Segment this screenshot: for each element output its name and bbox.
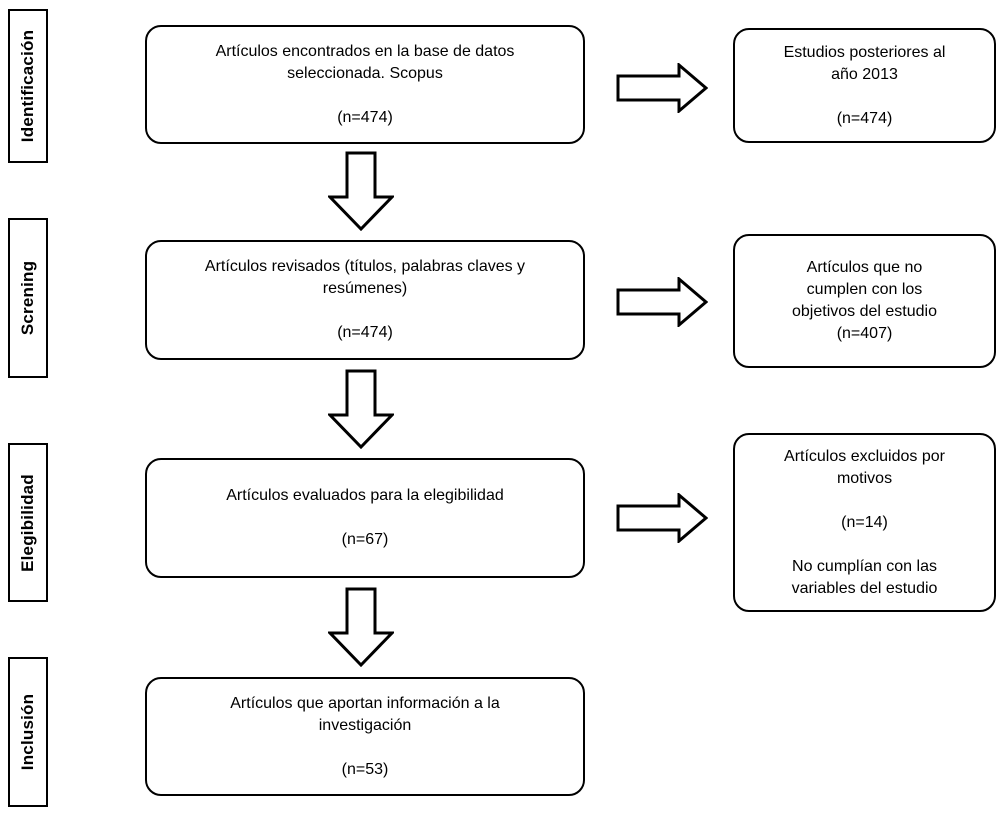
- box-count: (n=407): [836, 325, 893, 342]
- box-count: (n=474): [337, 108, 393, 126]
- main-box-eligibility: Artículos evaluados para la elegibilidad…: [145, 458, 585, 578]
- stage-label-text: Screning: [18, 260, 37, 336]
- right-arrow-icon: [616, 493, 708, 543]
- stage-label-text: Identificación: [18, 29, 37, 143]
- stage-label-elegibilidad: Elegibilidad: [8, 443, 48, 602]
- down-arrow-icon: [328, 587, 394, 667]
- box-count: (n=53): [341, 760, 389, 778]
- stage-label-text: Elegibilidad: [18, 473, 37, 572]
- box-count: (n=474): [337, 324, 393, 341]
- box-text: Artículos que aportan información a la i…: [230, 694, 500, 734]
- stage-label-screning: Screning: [8, 218, 48, 378]
- stage-label-identificacion: Identificación: [8, 9, 48, 163]
- down-arrow-icon: [328, 151, 394, 231]
- box-count: (n=14): [841, 513, 888, 531]
- down-arrow-icon: [328, 369, 394, 449]
- box-note: No cumplían con las variables del estudi…: [791, 557, 938, 597]
- box-count: (n=474): [836, 109, 893, 127]
- box-text: Artículos excluidos por motivos: [784, 447, 945, 487]
- box-text: Artículos que no cumplen con los objetiv…: [792, 259, 937, 320]
- main-box-included: Artículos que aportan información a la i…: [145, 677, 585, 796]
- box-count: (n=67): [341, 531, 389, 548]
- stage-label-inclusion: Inclusión: [8, 657, 48, 807]
- right-arrow-icon: [616, 63, 708, 113]
- box-text: Artículos evaluados para la elegibilidad: [226, 487, 504, 504]
- main-box-database-search: Artículos encontrados en la base de dato…: [145, 25, 585, 144]
- box-text: Estudios posteriores al año 2013: [783, 43, 946, 83]
- box-text: Artículos revisados (títulos, palabras c…: [204, 258, 526, 297]
- box-text: Artículos encontrados en la base de dato…: [215, 42, 515, 82]
- stage-label-text: Inclusión: [18, 693, 38, 771]
- side-box-not-meeting-objectives: Artículos que no cumplen con los objetiv…: [733, 234, 996, 368]
- side-box-post-2013: Estudios posteriores al año 2013 (n=474): [733, 28, 996, 143]
- side-box-excluded-reasons: Artículos excluidos por motivos (n=14) N…: [733, 433, 996, 612]
- main-box-reviewed: Artículos revisados (títulos, palabras c…: [145, 240, 585, 360]
- right-arrow-icon: [616, 277, 708, 327]
